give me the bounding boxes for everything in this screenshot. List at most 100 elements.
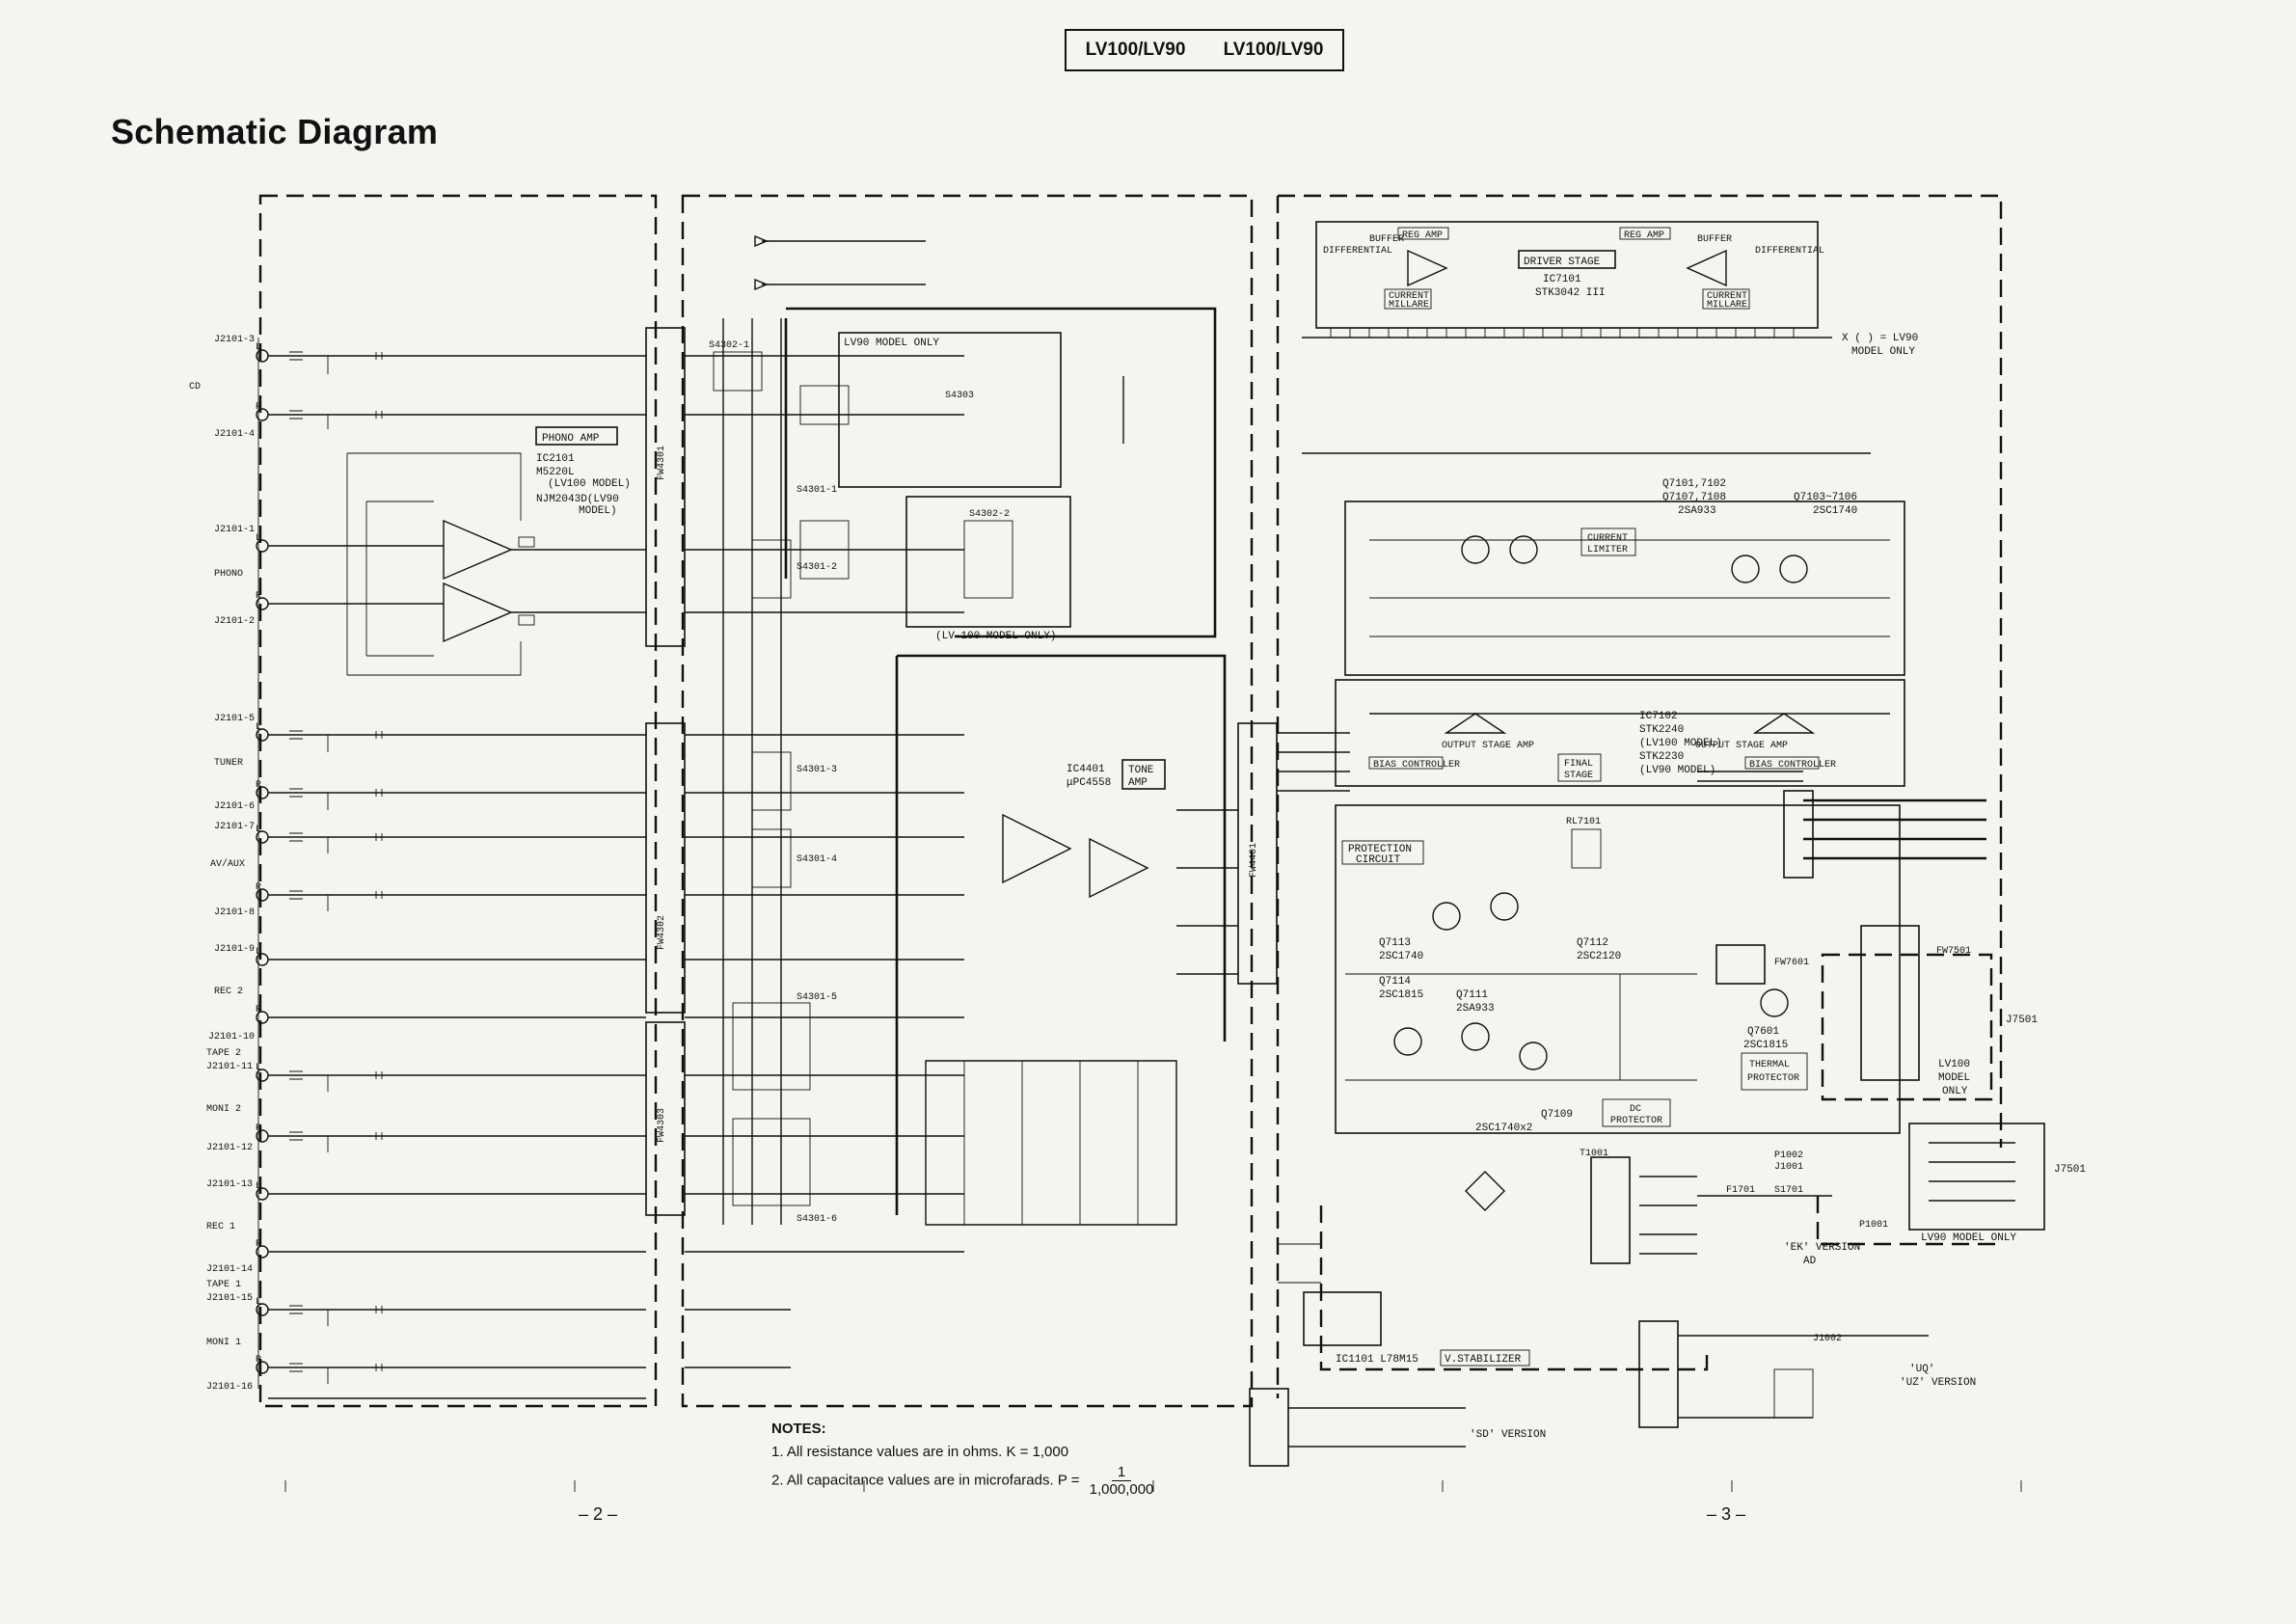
interconnect xyxy=(1277,732,1803,1284)
fw4303-label: FW4303 xyxy=(657,1108,667,1143)
volume-area: LV90 MODEL ONLY (LV-100 MODEL ONLY) xyxy=(754,234,1217,642)
q7107-symbol xyxy=(1731,555,1760,583)
fw4303-strip xyxy=(645,1021,686,1216)
socket-label: J1002 xyxy=(1813,1334,1842,1344)
preamp-to-power xyxy=(1277,732,1350,792)
ek-version: 'EK' VERSION xyxy=(1784,1242,1860,1254)
lv100-only-box xyxy=(905,496,1071,628)
protection-label-box xyxy=(1341,840,1424,865)
fraction-numerator: 1 xyxy=(1111,1464,1132,1481)
reg-amp-label: REG AMP xyxy=(1402,230,1443,241)
tone-amp: IC4401 μPC4558 TONE AMP xyxy=(895,654,1238,1226)
q7111-label: Q7111 xyxy=(1456,989,1488,1001)
input-name: CD xyxy=(189,382,201,392)
current-limiter-box xyxy=(1580,528,1636,556)
tone-network-legs xyxy=(963,1061,1139,1225)
switch-label: S1701 xyxy=(1774,1185,1803,1196)
reg-amp-tag xyxy=(1397,227,1449,240)
tone-amp-label: TONE xyxy=(1128,765,1154,776)
tone-network-box xyxy=(925,1060,1177,1226)
phono-signal xyxy=(415,545,646,613)
lv90-note: X ( ) = LV90 xyxy=(1842,333,1918,344)
protection-wiring xyxy=(1345,973,1697,1081)
switch-label: S4303 xyxy=(945,391,974,401)
fw7501-label: FW7501 xyxy=(1936,946,1971,957)
uq-version: 'UZ' VERSION xyxy=(1900,1377,1976,1389)
bridge-rectifier xyxy=(1465,1171,1505,1211)
input-name: TUNER xyxy=(214,758,243,769)
ic4401-name: IC4401 xyxy=(1067,764,1105,775)
power-to-speaker xyxy=(1697,771,1803,782)
q7601-part: 2SC1815 xyxy=(1743,1040,1788,1051)
v-stabilizer-label: V.STABILIZER xyxy=(1445,1354,1522,1366)
transistor-block xyxy=(1344,501,1905,676)
q7112-label: Q7112 xyxy=(1577,937,1608,949)
final-stage-label: FINAL xyxy=(1564,759,1593,770)
lv100-only-label: (LV-100 MODEL ONLY) xyxy=(935,631,1056,642)
power-supply: T1001 F1701 S1701 P1001 P1002 J1001 'EK'… xyxy=(1249,1149,1976,1467)
output-stage-label: OUTPUT STAGE AMP xyxy=(1695,741,1788,751)
jack-label: J2101-3 xyxy=(214,335,255,345)
jack-label: J2101-6 xyxy=(214,801,255,812)
jack-group-cd: J2101-3 L CD R J2101-4 xyxy=(189,335,269,440)
j7101 xyxy=(1783,790,1814,879)
bias-controller-label: BIAS CONTROLLER xyxy=(1749,760,1836,771)
fw4401-label: FW4401 xyxy=(1249,843,1259,878)
switch-s4302-1 xyxy=(713,351,763,392)
psu-right-border xyxy=(1816,1196,1996,1246)
phono-opamp-l xyxy=(443,519,513,581)
j7501-label: J7501 xyxy=(2006,1015,2038,1026)
transistors-a: Q7107,7108 xyxy=(1662,492,1726,503)
ic4401-part: μPC4558 xyxy=(1067,777,1111,789)
transistors-b: 2SC1740 xyxy=(1813,505,1857,517)
phono-amp: PHONO AMP IC2101 M5220L (LV100 MODEL) NJ… xyxy=(346,426,646,676)
q7105-symbol xyxy=(1779,555,1808,583)
plug-label: P1001 xyxy=(1859,1220,1888,1231)
lv90-only-label: LV90 MODEL ONLY xyxy=(844,338,939,349)
differential-label: DIFFERENTIAL xyxy=(1755,246,1824,257)
switch-label: S4301-1 xyxy=(797,485,837,496)
current-limiter-label: LIMITER xyxy=(1587,545,1628,555)
ic7101-name: IC7101 xyxy=(1543,274,1581,285)
transistors-a: 2SA933 xyxy=(1678,505,1716,517)
current-limiter-label: CURRENT xyxy=(1587,533,1628,544)
connector-strips: FW4301 FW4302 FW4303 FW4401 xyxy=(645,327,1278,1216)
jack-label: J2101-12 xyxy=(206,1143,253,1153)
driver-amp-r xyxy=(1686,249,1727,287)
ic2101-part: M5220L xyxy=(536,467,575,478)
switch-label: S4302-1 xyxy=(709,340,749,351)
page-number-right: – 3 – xyxy=(1707,1504,1746,1524)
ic2101-alt-model: MODEL) xyxy=(579,505,617,517)
q7114-symbol xyxy=(1393,1027,1422,1056)
jack-label: J2101-7 xyxy=(214,822,255,832)
phono-amp-label: PHONO AMP xyxy=(542,433,600,445)
switch-s4302-2 xyxy=(963,520,1013,599)
model-header: LV100/LV90 LV100/LV90 xyxy=(1065,29,1344,71)
driver-rails xyxy=(1302,337,1871,454)
protection-circuit: PROTECTION CIRCUIT Q7113 2SC1740 Q7112 2… xyxy=(1335,804,1901,1134)
volume-bus xyxy=(784,307,1217,638)
current-millare-label: CURRENT xyxy=(1707,291,1747,302)
buffer-label: BUFFER xyxy=(1697,234,1732,245)
jack-label: J2101-13 xyxy=(206,1179,253,1190)
tone-out xyxy=(1176,809,1238,975)
tone-amp-label: AMP xyxy=(1128,777,1148,789)
input-name: MONI 1 xyxy=(206,1338,241,1348)
dc-protector-box xyxy=(1602,1098,1671,1127)
tone-amp-label-box xyxy=(1121,759,1166,790)
switch-s4301-3 xyxy=(751,751,792,811)
transformer-taps xyxy=(1639,1176,1697,1255)
driver-stage-label-box xyxy=(1518,250,1616,269)
dc-protector-label: DC xyxy=(1630,1104,1641,1115)
current-millare-box xyxy=(1702,288,1750,310)
transformer-label: T1001 xyxy=(1580,1149,1608,1159)
lv90-j7501-lines xyxy=(1929,1142,2015,1202)
fraction-denominator: 1,000,000 xyxy=(1089,1481,1154,1498)
ic7102-name: IC7102 xyxy=(1639,711,1678,722)
switch-label: S4301-3 xyxy=(797,765,837,775)
input-name: REC 1 xyxy=(206,1222,235,1232)
fw7601-label: FW7601 xyxy=(1774,958,1809,968)
q7110-symbol xyxy=(1519,1042,1548,1070)
notes-title: NOTES: xyxy=(771,1421,826,1437)
